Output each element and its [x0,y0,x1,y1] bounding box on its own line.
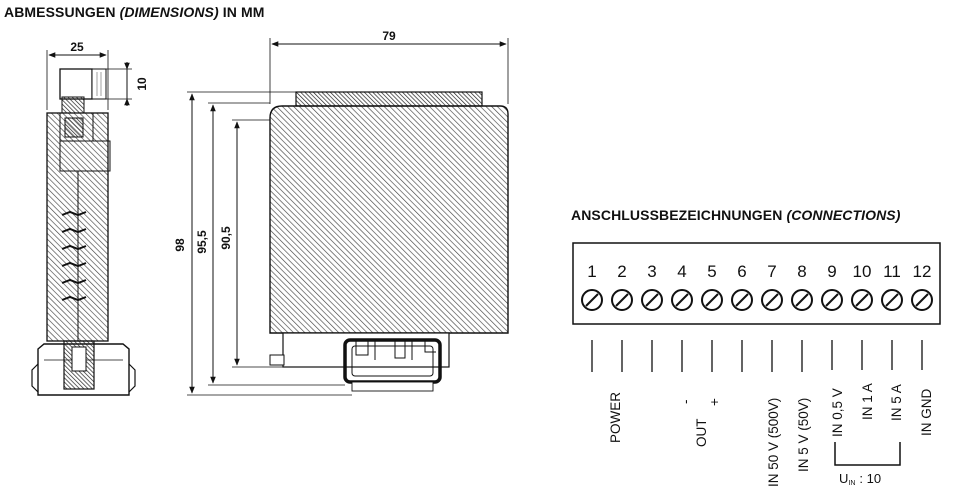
terminal-number-2: 2 [617,262,626,281]
terminal-number-11: 11 [883,262,901,281]
terminal-screw-slot-3 [645,293,659,307]
connections-heading: ANSCHLUSSBEZEICHNUNGEN (CONNECTIONS) [571,207,901,223]
terminal-number-9: 9 [827,262,836,281]
terminal-screw-slot-7 [765,293,779,307]
terminal-screw-slot-5 [705,293,719,307]
signal-in-5a: IN 5 A [889,384,904,421]
side-view: 25 10 [31,40,149,396]
un-label: UIN: 10 [839,471,881,487]
dimensions-heading: ABMESSUNGEN (DIMENSIONS) IN MM [4,4,265,20]
terminal-screw-slot-1 [585,293,599,307]
un-bracket: UIN: 10 [834,442,901,487]
terminal-screw-slot-12 [915,293,929,307]
signal-labels: POWER OUT - + IN 50 V (500V) IN 5 V (50V… [608,383,934,487]
signal-out-plus: + [707,398,722,406]
terminal-lead-row [591,340,923,372]
terminal-number-8: 8 [797,262,806,281]
terminal-screw-slot-2 [615,293,629,307]
dim-width-front: 79 [382,29,396,43]
terminal-screw-slot-4 [675,293,689,307]
dim-total-height: 98 [173,238,187,252]
dim-height-mid: 95,5 [195,230,209,254]
signal-in-gnd: IN GND [919,388,934,436]
terminal-number-1: 1 [587,262,596,281]
terminal-screw-slot-11 [885,293,899,307]
signal-in-5v: IN 5 V (50V) [796,398,811,472]
terminal-number-12: 12 [913,262,932,281]
signal-out-minus: - [678,400,693,405]
terminal-screw-row [581,289,933,311]
terminal-number-3: 3 [647,262,656,281]
dim-width-side: 25 [70,40,84,54]
terminal-screw-slot-10 [855,293,869,307]
dim-height-inner: 90,5 [219,226,233,250]
signal-in-05v: IN 0,5 V [830,388,845,437]
terminal-number-6: 6 [737,262,746,281]
terminal-number-4: 4 [677,262,686,281]
signal-out: OUT [694,419,709,448]
signal-in-50v: IN 50 V (500V) [766,398,781,487]
terminal-screw-slot-6 [735,293,749,307]
terminal-screw-slot-8 [795,293,809,307]
front-view: 79 98 95,5 90,5 [173,29,509,396]
dim-height-top: 10 [135,77,149,91]
terminal-number-10: 10 [853,262,872,281]
terminal-number-5: 5 [707,262,716,281]
signal-in-1a: IN 1 A [860,383,875,420]
signal-power: POWER [608,392,623,443]
terminal-screw-slot-9 [825,293,839,307]
terminal-number-7: 7 [767,262,776,281]
